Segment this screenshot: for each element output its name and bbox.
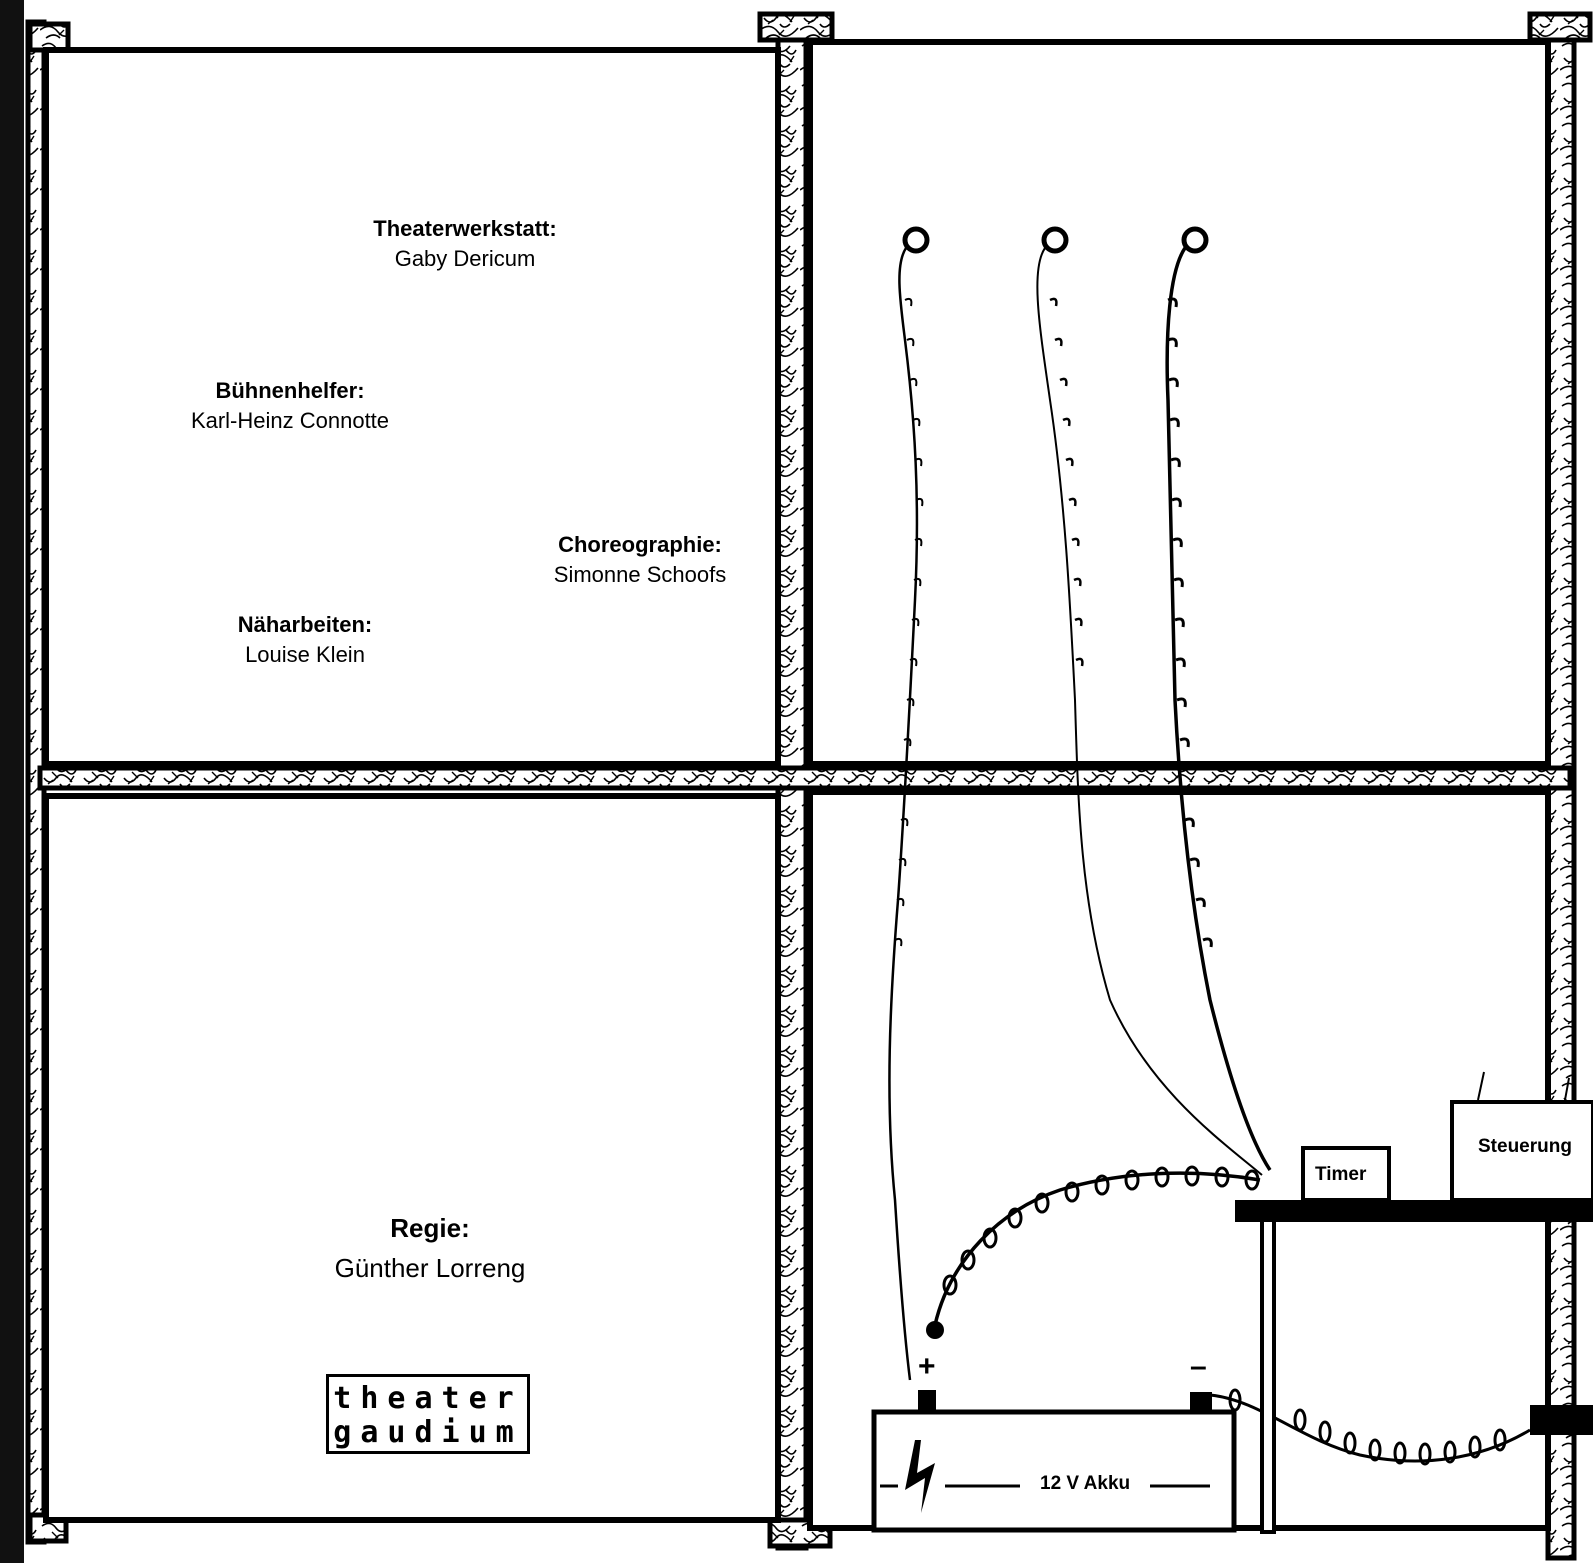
credit-name: Simonne Schoofs: [553, 562, 727, 587]
panel-top-left: [43, 47, 781, 767]
cable-1: [888, 247, 919, 1381]
credit-role: Choreographie:: [558, 532, 722, 557]
hanging-cables: [888, 226, 1272, 1381]
credit-choreographie: Choreographie: Simonne Schoofs: [530, 530, 750, 590]
coiled-cable-top: [933, 1171, 1261, 1326]
minus-label: –: [1190, 1350, 1207, 1383]
panel-top-right: [807, 39, 1551, 767]
timer-label: Timer: [1315, 1164, 1367, 1185]
panels: [43, 39, 1551, 1531]
cable-3: [1165, 247, 1272, 1171]
credit-buehnenhelfer: Bühnenhelfer: Karl-Heinz Connotte: [160, 376, 420, 436]
cable-end-dot: [926, 1321, 944, 1339]
credit-name: Günther Lorreng: [334, 1253, 526, 1283]
credit-name: Louise Klein: [245, 642, 365, 667]
plus-label: +: [918, 1350, 936, 1383]
battery: [871, 1390, 1237, 1533]
logo-line-2: gaudium: [333, 1415, 523, 1450]
shelf: [1235, 1200, 1593, 1534]
credit-role: Näharbeiten:: [237, 612, 373, 637]
credit-naeharbeiten: Näharbeiten: Louise Klein: [205, 610, 405, 670]
credit-role: Theaterwerkstatt:: [373, 216, 557, 241]
battery-label: 12 V Akku: [1040, 1473, 1131, 1494]
left-edge: [0, 0, 24, 1563]
frame-caps: [27, 11, 1593, 1549]
credit-regie: Regie: Günther Lorreng: [300, 1208, 560, 1288]
coil-loops-top: [942, 1165, 1260, 1296]
steuerung-box: [1450, 1100, 1593, 1202]
ring-1: [902, 226, 930, 254]
coiled-cable-bottom: [1209, 1393, 1531, 1463]
credit-name: Karl-Heinz Connotte: [190, 408, 390, 433]
credit-name: Gaby Dericum: [394, 246, 536, 271]
ring-2: [1041, 226, 1069, 254]
theater-gaudium-logo: theater gaudium: [326, 1374, 530, 1454]
cable-2: [1036, 247, 1263, 1176]
steuerung-label: Steuerung: [1478, 1136, 1572, 1157]
logo-line-1: theater: [333, 1381, 523, 1416]
credit-role: Bühnenhelfer:: [215, 378, 365, 403]
ring-3: [1181, 226, 1209, 254]
lightning-icon: [905, 1440, 935, 1513]
credit-theaterwerkstatt: Theaterwerkstatt: Gaby Dericum: [340, 214, 590, 274]
panel-bottom-left: [43, 793, 781, 1523]
credit-role: Regie:: [390, 1213, 470, 1243]
timer-box: [1301, 1146, 1391, 1202]
